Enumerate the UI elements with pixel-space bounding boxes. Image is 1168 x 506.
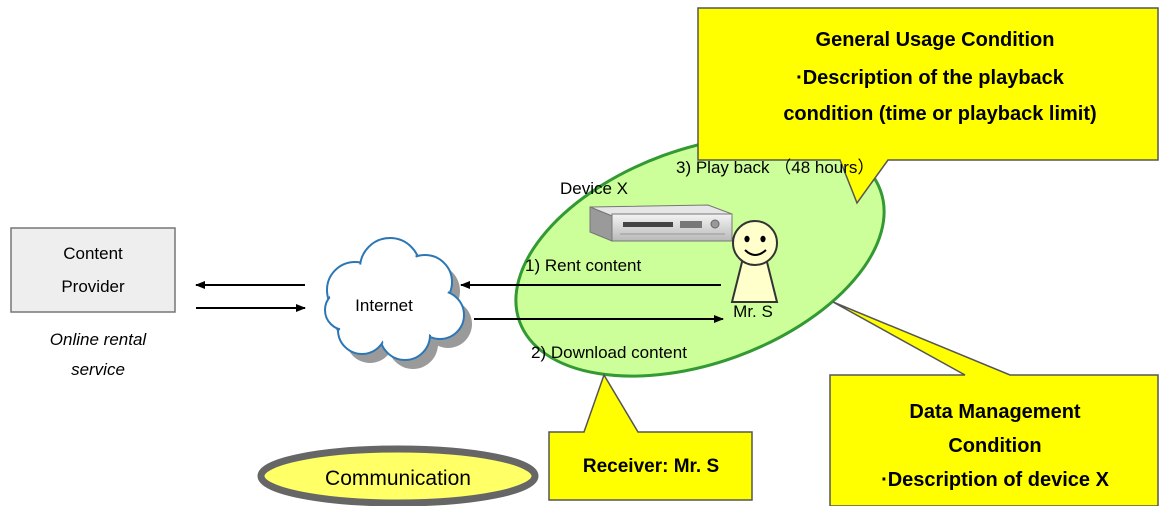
device-x-label: Device X: [560, 179, 628, 198]
person-mr-s-icon: [730, 220, 779, 303]
internet-label: Internet: [355, 296, 413, 315]
communication-label: Communication: [325, 467, 471, 490]
content-provider-box: Content Provider: [10, 227, 176, 313]
mr-s-label: Mr. S: [733, 302, 773, 321]
receiver-callout: Receiver: Mr. S: [548, 373, 753, 501]
download-content-label: 2) Download content: [531, 343, 687, 362]
provider-line1: Content: [63, 244, 123, 263]
data-management-line1: Data Management: [909, 401, 1080, 423]
provider-caption-line2: service: [71, 360, 125, 379]
playback-label: 3) Play back （48 hours）: [676, 158, 874, 177]
receiver-environment-ellipse: [514, 134, 886, 378]
internet-cloud-icon: [324, 237, 472, 369]
receiver-text: Receiver: Mr. S: [583, 456, 719, 477]
general-usage-line2: condition (time or playback limit): [783, 103, 1096, 125]
provider-caption-line1: Online rental: [50, 330, 148, 349]
communication-badge: Communication: [257, 445, 539, 506]
general-usage-callout: General Usage Condition ·Description of …: [697, 7, 1159, 205]
data-management-callout: Data Management Condition ·Description o…: [829, 301, 1159, 506]
data-management-line2: Condition: [948, 435, 1041, 457]
video-player-icon: [589, 204, 733, 242]
general-usage-line1: ·Description of the playback: [796, 67, 1065, 89]
provider-line2: Provider: [61, 277, 125, 296]
rent-content-label: 1) Rent content: [525, 256, 642, 275]
general-usage-title: General Usage Condition: [816, 29, 1055, 51]
data-management-line3: ·Description of device X: [881, 469, 1109, 491]
